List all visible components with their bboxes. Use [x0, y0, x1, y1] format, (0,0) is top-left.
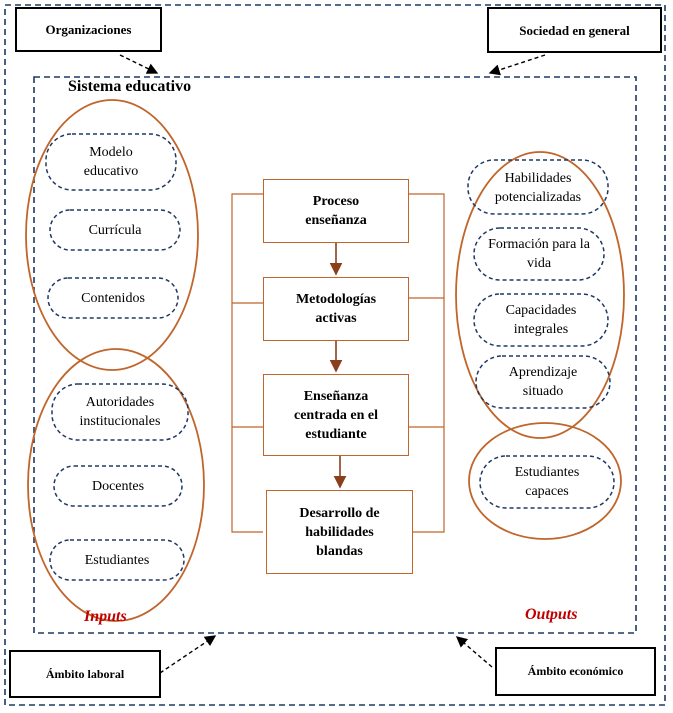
arrow-sociedad — [488, 54, 546, 76]
arrow-ambito-laboral — [159, 635, 217, 674]
inputs-ellipse-top — [25, 99, 199, 371]
ambito-economico-label: Ámbito económico — [527, 664, 624, 678]
outer-frame — [4, 4, 666, 706]
ambito-laboral-box: Ámbito laboral — [9, 650, 161, 698]
output-capacidades: Capacidades integrales — [505, 303, 577, 337]
right-bracket — [409, 193, 445, 533]
organizaciones-label: Organizaciones — [45, 22, 132, 37]
process-step-4-label: Desarrollo de habilidades blandas — [299, 505, 380, 559]
cloud-contenidos — [47, 277, 179, 319]
inputs-ellipse-bottom — [27, 348, 205, 622]
organizaciones-box: Organizaciones — [15, 7, 162, 52]
inputs-label: Inputs — [84, 608, 127, 625]
ambito-laboral-label: Ámbito laboral — [45, 666, 125, 681]
process-step-2: Metodologías activas — [263, 277, 409, 341]
system-frame — [33, 76, 637, 634]
input-autoridades: Autoridades institucionales — [79, 395, 161, 429]
outputs-label: Outputs — [525, 606, 578, 623]
process-step-4: Desarrollo de habilidades blandas — [266, 490, 413, 574]
sociedad-label: Sociedad en general — [519, 22, 630, 38]
outputs-ellipse-bottom — [468, 422, 622, 540]
cloud-formacion — [473, 227, 605, 281]
arrow-ambito-economico — [455, 636, 493, 668]
system-title: Sistema educativo — [68, 78, 192, 95]
input-curricula: Currícula — [88, 222, 142, 238]
ambito-economico-box: Ámbito económico — [495, 647, 656, 696]
left-bracket — [231, 193, 263, 533]
input-contenidos: Contenidos — [81, 290, 145, 306]
process-step-3-label: Enseñanza centrada en el estudiante — [294, 388, 378, 442]
input-docentes: Docentes — [91, 478, 145, 494]
cloud-modelo — [45, 133, 177, 191]
process-step-1: Proceso enseñanza — [263, 179, 409, 243]
process-step-2-label: Metodologías activas — [295, 292, 377, 326]
cloud-estudiantes-capaces — [479, 455, 615, 509]
cloud-docentes — [53, 465, 183, 507]
process-step-3: Enseñanza centrada en el estudiante — [263, 374, 409, 456]
cloud-curricula — [49, 209, 181, 251]
cloud-autoridades — [51, 383, 189, 441]
cloud-habilidades — [467, 159, 609, 215]
output-estudiantes-capaces: Estudiantes capaces — [514, 465, 580, 499]
sociedad-box: Sociedad en general — [487, 7, 662, 53]
input-modelo: Modelo educativo — [83, 145, 139, 179]
output-habilidades: Habilidades potencializadas — [494, 171, 582, 205]
output-aprendizaje: Aprendizaje situado — [508, 365, 578, 399]
cloud-aprendizaje — [475, 355, 611, 409]
output-formacion: Formación para la vida — [488, 237, 590, 271]
outputs-ellipse-top — [455, 151, 625, 439]
cloud-estudiantes — [49, 539, 185, 581]
process-step-1-label: Proceso enseñanza — [305, 194, 367, 228]
cloud-capacidades — [473, 293, 609, 347]
input-estudiantes: Estudiantes — [84, 552, 150, 568]
arrow-organizaciones — [119, 54, 159, 74]
